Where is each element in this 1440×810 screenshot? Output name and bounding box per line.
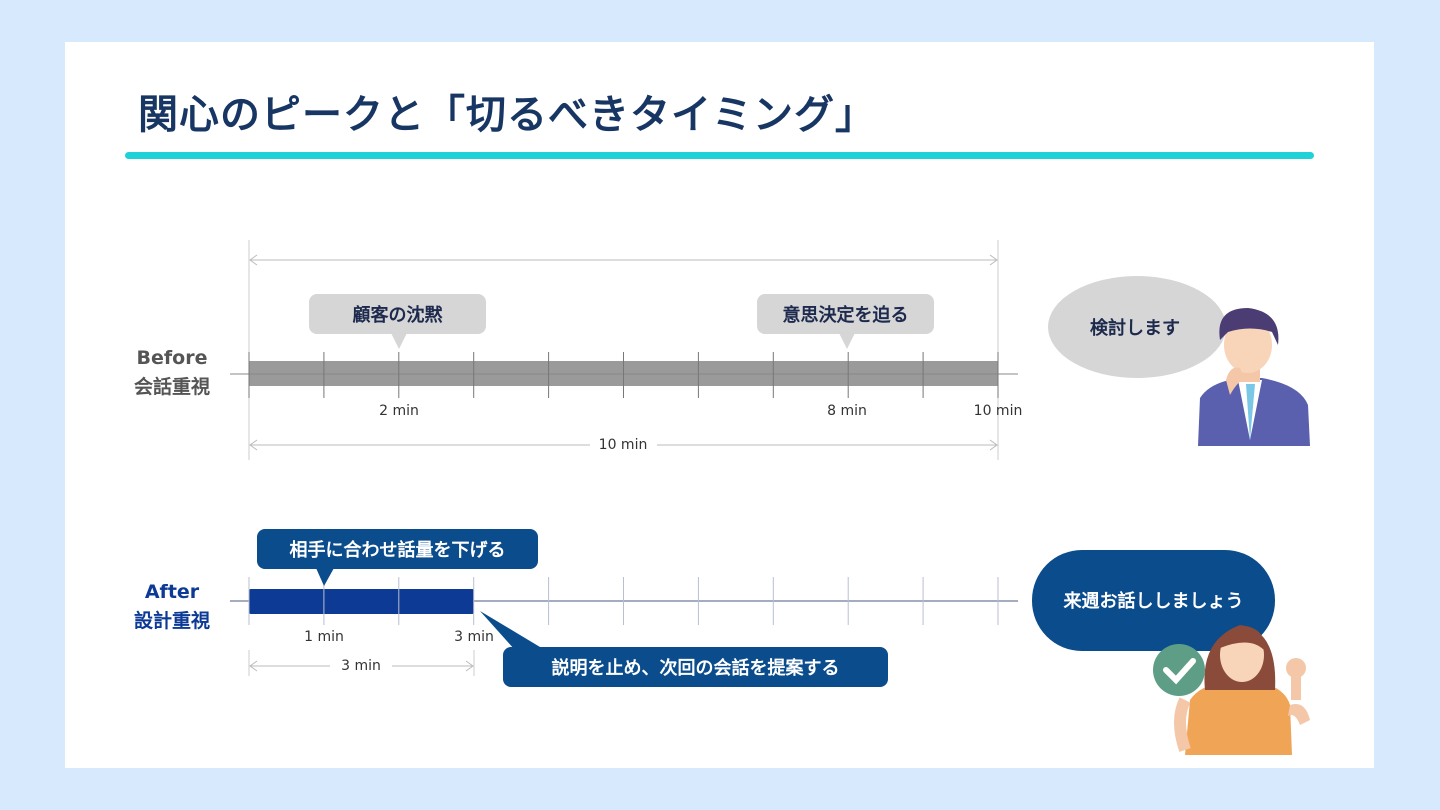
callout-customer-silence: 顧客の沈黙 <box>309 294 486 334</box>
before-label: Before 会話重視 <box>122 344 222 402</box>
before-label-en: Before <box>136 347 208 369</box>
callout-pointer <box>391 333 407 349</box>
tick-label: 10 min <box>973 403 1023 419</box>
speech-text-next-week: 来週お話ししましょう <box>1063 591 1244 612</box>
tick-label: 8 min <box>827 403 867 419</box>
span-label: 3 min <box>341 658 381 674</box>
callout-push-decision: 意思決定を迫る <box>757 294 934 334</box>
before-timeline <box>230 240 1018 460</box>
callout-pointer <box>316 568 334 586</box>
title-underline <box>125 152 1314 159</box>
after-label-jp: 設計重視 <box>133 610 210 632</box>
callout-pointer <box>839 333 855 349</box>
span-label: 10 min <box>598 437 648 453</box>
after-label-en: After <box>144 581 200 603</box>
tick-label: 1 min <box>304 629 344 645</box>
callout-propose-next: 説明を止め、次回の会話を提案する <box>503 647 888 687</box>
speech-bubble-gray <box>1048 276 1226 378</box>
after-label: After 設計重視 <box>122 578 222 636</box>
tick-label: 2 min <box>379 403 419 419</box>
callout-reduce-talk: 相手に合わせ話量を下げる <box>257 529 538 569</box>
before-label-jp: 会話重視 <box>133 376 210 398</box>
speech-bubble-blue <box>1032 550 1275 651</box>
tick-label: 3 min <box>454 629 494 645</box>
after-timeline <box>230 568 1018 676</box>
man-thinking-illustration <box>1198 308 1310 446</box>
page-title: 関心のピークと「切るべきタイミング」 <box>138 92 876 138</box>
callout-pointer <box>480 611 545 650</box>
speech-text-consider: 検討します <box>1090 318 1180 339</box>
check-icon <box>1153 644 1205 696</box>
after-bar <box>249 589 474 614</box>
woman-ok-illustration <box>1153 625 1310 755</box>
